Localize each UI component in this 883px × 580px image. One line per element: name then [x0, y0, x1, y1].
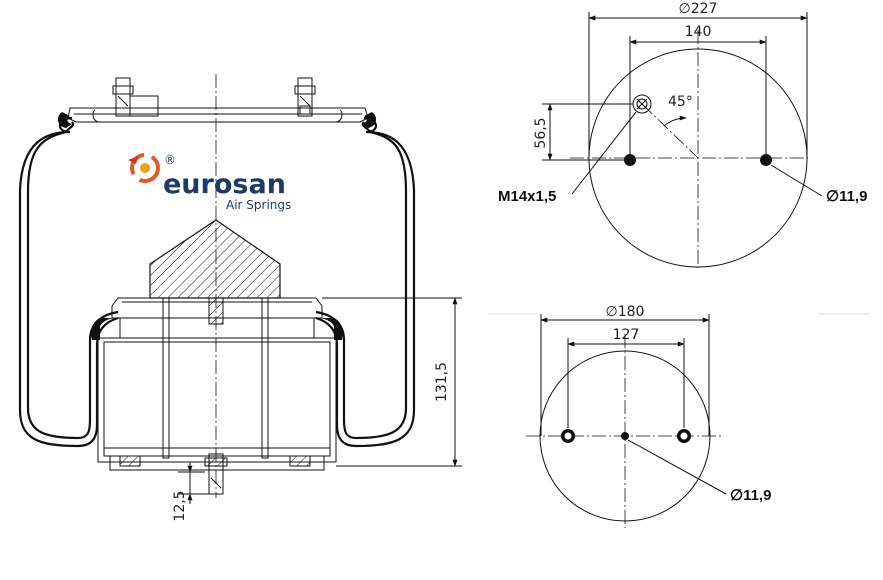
- top-dim-spacing: 140: [685, 24, 712, 40]
- bottom-bolt-hole-left: [561, 429, 575, 443]
- bottom-bolt-hole-right: [677, 429, 691, 443]
- bottom-plate-view: ∅180 127 ∅11,9: [526, 304, 771, 528]
- dim-stud-label: 12,5: [172, 490, 188, 521]
- top-dim-angle: 45°: [668, 94, 693, 110]
- top-thread-label: M14x1,5: [498, 188, 556, 205]
- top-bolt-hole-right: [760, 154, 772, 166]
- hatched-bumper: [149, 219, 281, 299]
- air-spring-side-view: 131,5 12,5: [18, 74, 462, 522]
- logo-mark-icon: [128, 153, 160, 183]
- dim-height-label: 131,5: [434, 362, 450, 402]
- brand-tagline: Air Springs: [226, 198, 291, 212]
- top-bolt-hole-left: [624, 154, 636, 166]
- piston: [97, 297, 337, 495]
- bottom-hole-label: ∅11,9: [730, 487, 771, 504]
- top-dim-offset: 56,5: [533, 117, 549, 148]
- top-bead-plate: [67, 77, 369, 123]
- bottom-center-hole: [621, 432, 629, 440]
- brand-registered: ®: [164, 153, 176, 167]
- eurosan-logo: eurosan ® Air Springs: [128, 153, 291, 212]
- dim-height: 131,5: [322, 297, 462, 467]
- brand-name: eurosan: [163, 169, 286, 200]
- rubber-bellows: [18, 112, 416, 448]
- top-dim-diameter: ∅227: [679, 1, 718, 17]
- bottom-dim-spacing: 127: [613, 327, 640, 343]
- dim-stud: 12,5: [172, 462, 209, 522]
- top-plate-view: ∅227 140 56,5 45° M14x1,5 ∅11,9: [498, 1, 867, 268]
- bottom-dim-diameter: ∅180: [606, 304, 645, 320]
- top-hole-label: ∅11,9: [826, 188, 867, 205]
